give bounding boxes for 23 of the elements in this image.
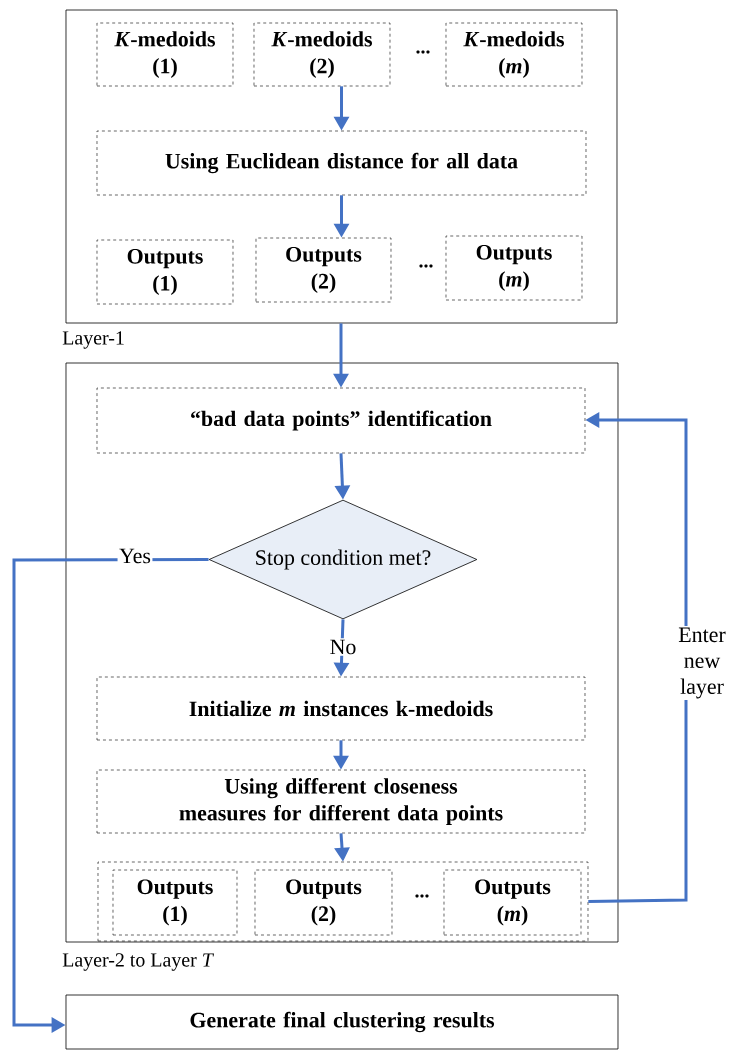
process-box: K-medoids (2) — [253, 22, 391, 87]
process-box: Using Euclidean distance for all data — [96, 130, 587, 196]
process-box: “bad data points” identification — [96, 387, 586, 454]
ellipsis: ... — [416, 50, 430, 54]
process-box: Initialize m instances k-medoids — [96, 676, 586, 741]
edge-label: Yes — [117, 547, 153, 565]
process-box: Outputs (2) — [255, 237, 392, 303]
ellipsis: ... — [419, 264, 433, 268]
process-box: Outputs (m) — [445, 235, 583, 301]
edge-label: Enter new layer — [660, 626, 740, 700]
edge-label: No — [328, 638, 358, 656]
layer-label: Layer-1 — [62, 331, 124, 349]
group-box — [97, 861, 589, 942]
process-box: Outputs (1) — [96, 239, 234, 305]
process-box: Outputs (2) — [254, 869, 393, 936]
result-box: Generate final clustering results — [65, 994, 619, 1050]
process-box: Using different closeness measures for different data points — [96, 769, 586, 834]
process-box: Outputs (m) — [443, 869, 582, 936]
ellipsis: ... — [415, 894, 429, 898]
layer-label: Layer-2 to Layer T — [62, 953, 214, 971]
process-box: Outputs (1) — [112, 869, 238, 936]
process-box: K-medoids (m) — [445, 22, 583, 87]
process-box: K-medoids (1) — [96, 22, 234, 87]
